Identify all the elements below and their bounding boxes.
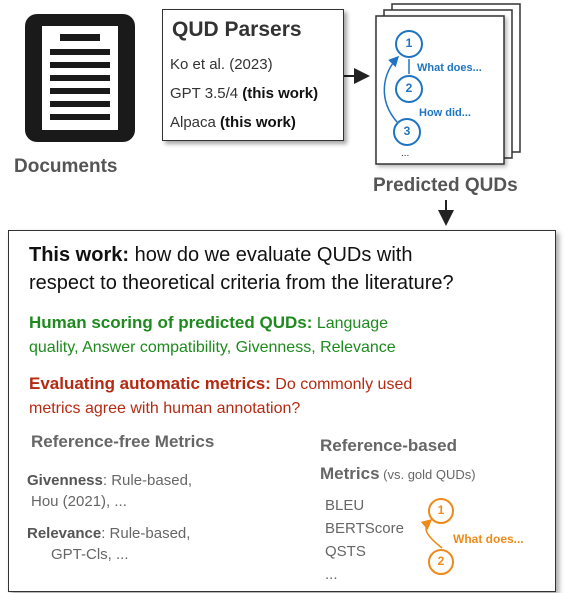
qud-node-2 <box>395 75 423 103</box>
qud-node-1 <box>395 30 423 58</box>
human-scoring-text: Human scoring of predicted QUDs: Languag… <box>29 313 396 356</box>
predicted-qud-tree <box>383 30 423 146</box>
this-work-text: This work: how do we evaluate QUDs with … <box>29 244 454 294</box>
qud-node-3 <box>393 118 421 146</box>
gold-node-1-label: 1 <box>437 503 445 517</box>
metric-bertscore: BERTScore <box>325 520 404 537</box>
documents-label: Documents <box>14 156 118 177</box>
gold-question-1: What does... <box>453 532 524 546</box>
qud-parsers-box: QUD Parsers Ko et al. (2023) GPT 3.5/4 (… <box>162 9 344 141</box>
ref-based-title: Reference-based Metrics (vs. gold QUDs) <box>320 436 476 483</box>
gold-tree-edge <box>420 519 443 549</box>
gold-node-2 <box>428 549 454 575</box>
relevance-metrics: Relevance: Rule-based, GPT-Cls, ... <box>27 525 191 563</box>
metric-more: ... <box>325 566 338 583</box>
qud-node-1-label: 1 <box>405 36 413 50</box>
parser-item-gpt: GPT 3.5/4 (this work) <box>170 85 319 102</box>
qud-node-3-label: 3 <box>403 124 411 138</box>
ref-based-metric-list: BLEU BERTScore QSTS ... <box>325 494 404 586</box>
parsers-title: QUD Parsers <box>172 18 302 41</box>
document-icon <box>25 14 135 142</box>
this-work-box: This work: how do we evaluate QUDs with … <box>8 230 556 592</box>
gold-qud-tree <box>420 498 454 575</box>
parser-item-ko: Ko et al. (2023) <box>170 56 273 73</box>
metric-bleu: BLEU <box>325 497 365 514</box>
predicted-quds-label: Predicted QUDs <box>373 175 518 196</box>
parser-item-alpaca: Alpaca (this work) <box>170 114 296 131</box>
ref-free-title: Reference-free Metrics <box>31 432 215 451</box>
gold-node-1 <box>428 498 454 524</box>
qud-ellipsis: ... <box>401 148 410 159</box>
qud-question-2: How did... <box>419 107 471 119</box>
qud-question-1: What does... <box>417 62 482 74</box>
givenness-metrics: Givenness: Rule-based, Hou (2021), ... <box>27 472 193 510</box>
automatic-metrics-text: Evaluating automatic metrics: Do commonl… <box>29 374 413 417</box>
gold-node-2-label: 2 <box>437 554 445 568</box>
metric-qsts: QSTS <box>325 543 366 560</box>
qud-node-2-label: 2 <box>405 81 413 95</box>
tree-edge-3-1 <box>383 55 400 123</box>
